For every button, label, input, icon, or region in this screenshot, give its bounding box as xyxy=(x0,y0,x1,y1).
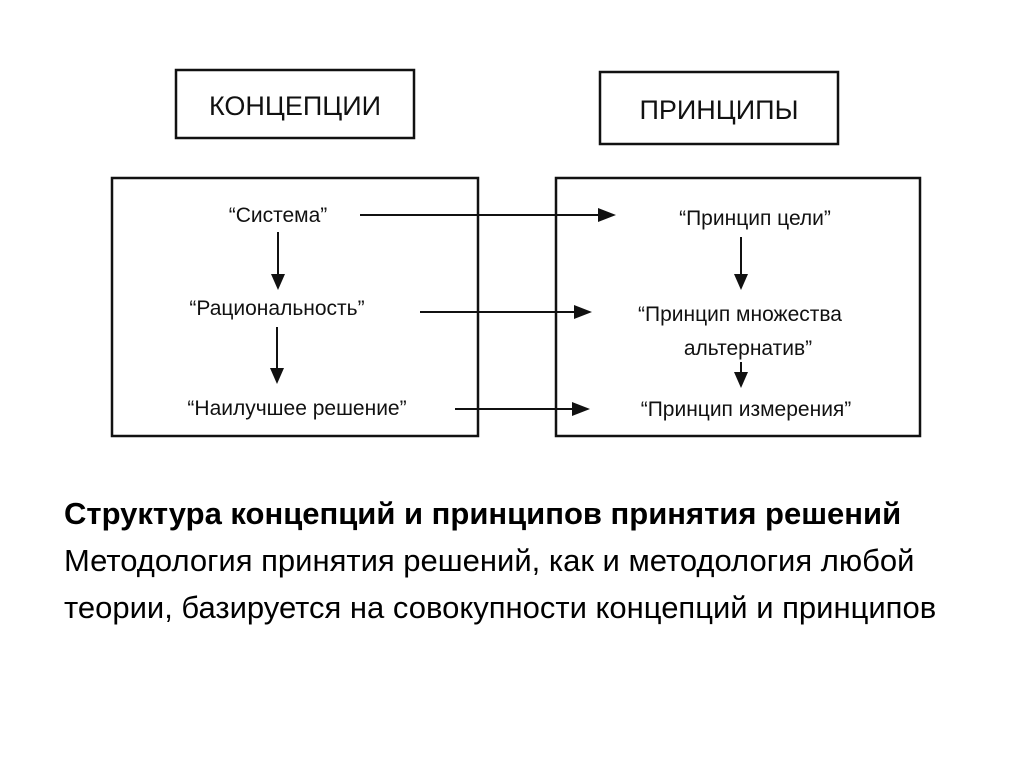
principle-arrow-1 xyxy=(734,237,748,290)
principle-goal: “Принцип цели” xyxy=(679,207,831,230)
concept-best-solution: “Наилучшее решение” xyxy=(187,397,406,420)
principle-arrow-2 xyxy=(734,362,748,388)
principle-measurement: “Принцип измерения” xyxy=(641,398,852,421)
principles-header-box xyxy=(598,70,840,146)
slide-caption: Структура концепций и принципов принятия… xyxy=(64,490,984,631)
concept-arrow-2 xyxy=(270,327,284,384)
concepts-principles-diagram: КОНЦЕПЦИИ ПРИНЦИПЫ “Система” “Рациональн… xyxy=(110,68,922,438)
principles-box xyxy=(554,176,922,438)
mapping-arrow-measurement xyxy=(455,402,590,416)
caption-title: Структура концепций и принципов принятия… xyxy=(64,496,902,531)
principle-alternatives-line2: альтернатив” xyxy=(684,337,812,360)
concepts-header: КОНЦЕПЦИИ xyxy=(209,91,381,121)
mapping-arrow-alternatives xyxy=(420,305,592,319)
principle-alternatives-line1: “Принцип множества xyxy=(638,303,842,326)
concept-system: “Система” xyxy=(229,204,328,227)
concepts-header-box xyxy=(174,68,416,140)
concept-arrow-1 xyxy=(271,232,285,290)
caption-body: Методология принятия решений, как и мето… xyxy=(64,543,937,625)
concept-rationality: “Рациональность” xyxy=(189,297,364,320)
principles-header: ПРИНЦИПЫ xyxy=(639,95,798,125)
mapping-arrow-goal xyxy=(360,208,616,222)
concepts-box xyxy=(110,176,480,438)
